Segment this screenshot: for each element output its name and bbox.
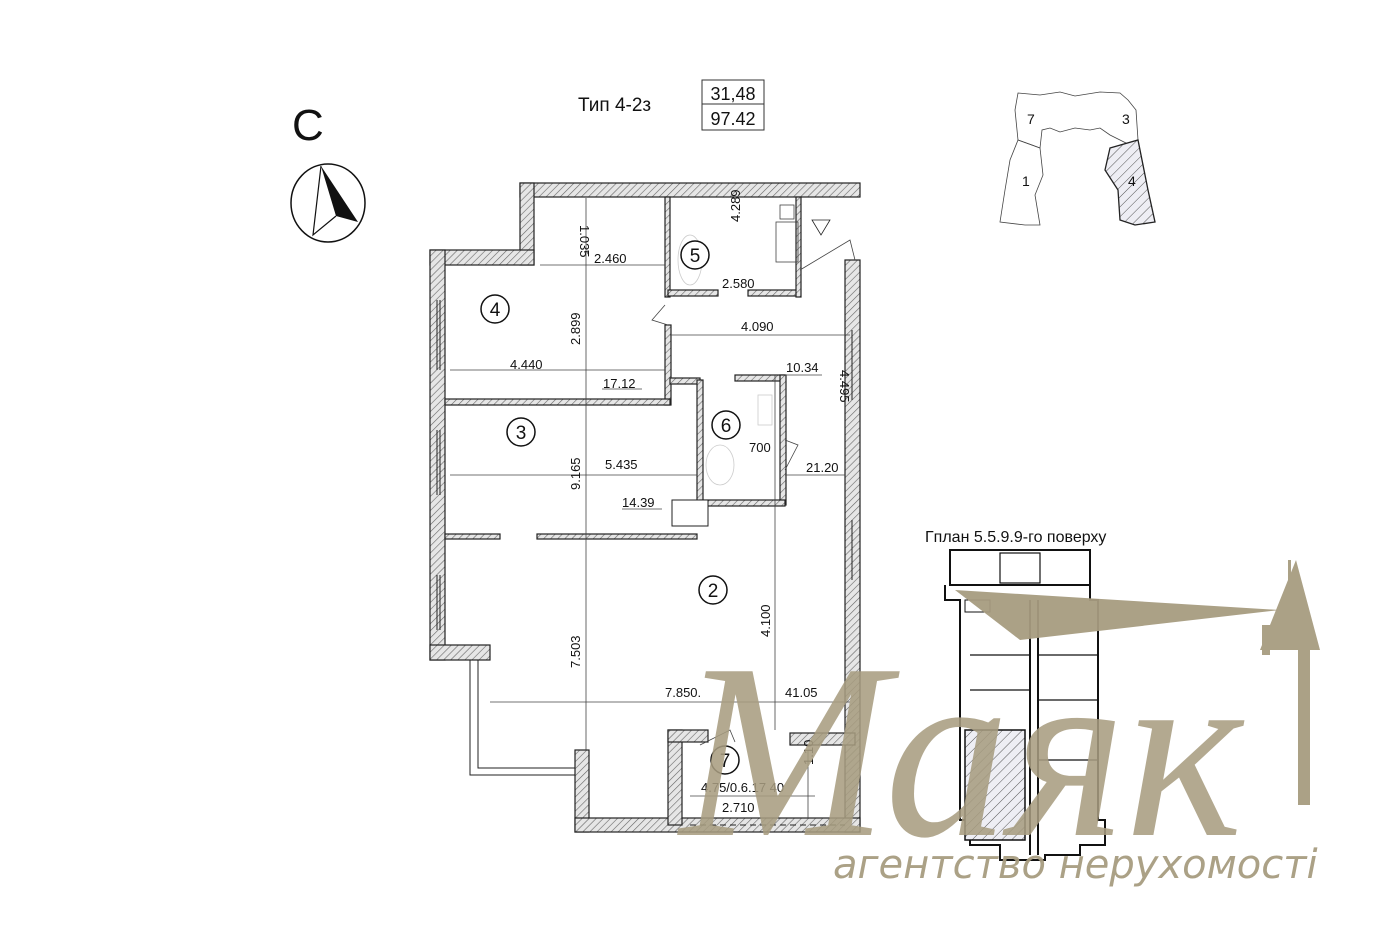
room-6-label: 6: [711, 410, 741, 440]
dim-4100: 4.100: [758, 604, 773, 637]
room-3-area: 14.39: [622, 495, 655, 510]
floor-plan-caption: Гплан 5.5.9.9-го поверху: [925, 529, 1106, 546]
dim-7850: 7.850.: [665, 685, 701, 700]
room-6-area: 10.34: [786, 360, 819, 375]
room-3-label: 3: [506, 417, 536, 447]
room-7-label: 7: [710, 745, 740, 775]
dim-1035: 1.03̃5: [577, 225, 592, 258]
north-letter: С: [292, 101, 324, 150]
section-7: 7: [1027, 111, 1035, 127]
svg-text:3: 3: [516, 423, 527, 444]
room-2-label: 2: [698, 575, 728, 605]
section-1: 1: [1022, 173, 1030, 189]
windows: [436, 300, 853, 826]
dim-4090: 4.090: [741, 319, 774, 334]
logo-tagline: агентство нерухомості: [833, 842, 1318, 888]
logo-watermark: Маяк агентство нерухомості: [677, 560, 1320, 890]
living-area: 31,48: [710, 84, 755, 104]
apartment-type: Тип 4-2з: [578, 95, 651, 116]
room-4-label: 4: [480, 294, 510, 324]
dim-5435: 5.435: [605, 457, 638, 472]
dim-4289: 4.289: [728, 189, 743, 222]
logo-brand: Маяк: [677, 613, 1245, 890]
building-locator-map: 7 3 1 4: [999, 91, 1156, 226]
room-2-area: 41.05: [785, 685, 818, 700]
dim-4495: 4.495: [837, 370, 852, 403]
floor-key-plan: [944, 549, 1106, 861]
doors: [651, 219, 856, 746]
room-5-label: 5: [680, 240, 710, 270]
dim-110: 1.10: [801, 740, 816, 765]
corridor-area: 21.20: [806, 460, 839, 475]
section-3: 3: [1122, 111, 1130, 127]
svg-text:4: 4: [490, 300, 501, 321]
svg-text:5: 5: [690, 246, 701, 267]
section-4-highlighted: 4: [1128, 173, 1136, 189]
svg-text:6: 6: [721, 416, 732, 437]
dim-7503: 7.503: [568, 635, 583, 668]
dim-9165: 9.165: [568, 457, 583, 490]
area-box: 31,48 97.42: [701, 79, 765, 131]
dimension-lines: [450, 198, 850, 818]
room-4-area: 17.12: [603, 376, 636, 391]
dim-2460: 2.460: [594, 251, 627, 266]
dim-700: 700: [749, 440, 771, 455]
dim-2710: 2.710: [722, 800, 755, 815]
total-area: 97.42: [710, 109, 755, 129]
svg-text:2: 2: [708, 581, 719, 602]
dim-4440: 4.440: [510, 357, 543, 372]
room-7-area: 4.75/0.6.17 40: [701, 780, 784, 795]
dim-2580: 2.580: [722, 276, 755, 291]
compass-icon: [290, 163, 366, 243]
lighthouse-icon: [955, 560, 1320, 805]
svg-text:7: 7: [720, 751, 731, 772]
dim-2899: 2.899: [568, 312, 583, 345]
